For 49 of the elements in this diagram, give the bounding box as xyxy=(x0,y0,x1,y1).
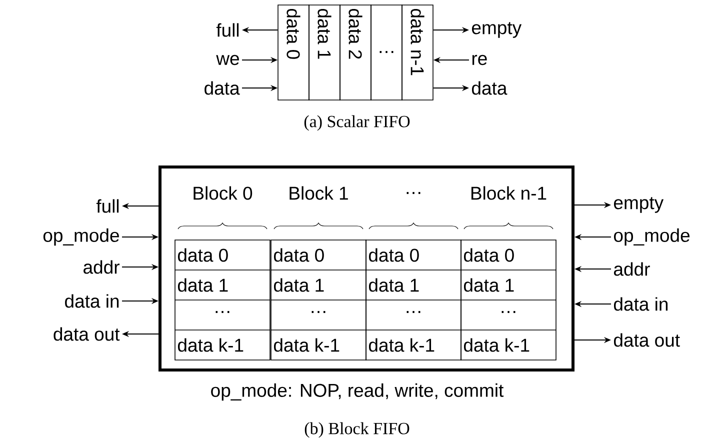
block-heading: Block n-1 xyxy=(471,186,546,200)
signal-label: empty xyxy=(472,22,522,38)
signal-label: data xyxy=(204,81,240,95)
node-label: data 0 xyxy=(178,248,228,262)
signal-label: data in xyxy=(614,297,668,311)
signal-label: data in xyxy=(65,294,119,308)
caption: (b) Block FIFO xyxy=(304,422,410,438)
note-text: op_mode: NOP, read, write, commit xyxy=(211,383,504,401)
signal-label: re xyxy=(472,54,487,66)
memory-block: data 0 data 1 … data k-1 xyxy=(460,240,556,360)
node-label: data 1 xyxy=(368,278,419,292)
node-label: data 0 xyxy=(464,248,514,262)
signal-label: full xyxy=(216,23,239,37)
node-label: … xyxy=(406,311,420,313)
block-fifo-frame xyxy=(158,166,574,372)
signal-label: we xyxy=(216,54,239,66)
node-label: data k-1 xyxy=(368,338,434,352)
memory-block: data 0 data 1 … data k-1 xyxy=(174,240,270,360)
node-label: data k-1 xyxy=(178,338,244,352)
signal-label: op_mode xyxy=(43,228,119,246)
block-heading: Block 1 xyxy=(290,186,348,200)
memory-block: data 0 data 1 … data k-1 xyxy=(366,240,462,360)
signal-label: op_mode xyxy=(614,228,690,246)
node-label: data 0 xyxy=(368,248,419,262)
caption: (a) Scalar FIFO xyxy=(304,115,410,131)
node-label: … xyxy=(312,311,326,313)
memory-cell: data n-1 xyxy=(402,4,434,100)
signal-label: data out xyxy=(54,327,120,341)
memory-block: data 0 data 1 … data k-1 xyxy=(270,240,366,360)
node-label: … xyxy=(502,311,516,313)
node-label: data 1 xyxy=(274,278,324,292)
memory-cell: data 0 xyxy=(278,4,310,100)
signal-label: data out xyxy=(614,333,680,347)
signal-label: empty xyxy=(614,197,664,213)
signal-label: full xyxy=(96,199,119,213)
node-label: data 1 xyxy=(178,278,228,292)
node-label: data k-1 xyxy=(464,338,530,352)
signal-label: data xyxy=(472,81,508,95)
node-label: … xyxy=(216,311,230,313)
block-heading: … xyxy=(406,192,420,194)
memory-cell: data 2 xyxy=(340,4,372,100)
memory-cell: data 1 xyxy=(308,4,340,100)
signal-label: addr xyxy=(614,262,650,276)
node-label: data k-1 xyxy=(274,338,340,352)
node-label: data 0 xyxy=(274,248,324,262)
node-label: data 1 xyxy=(464,278,514,292)
block-heading: Block 0 xyxy=(194,186,252,200)
signal-label: addr xyxy=(84,260,120,274)
memory-cell: … xyxy=(370,4,402,100)
